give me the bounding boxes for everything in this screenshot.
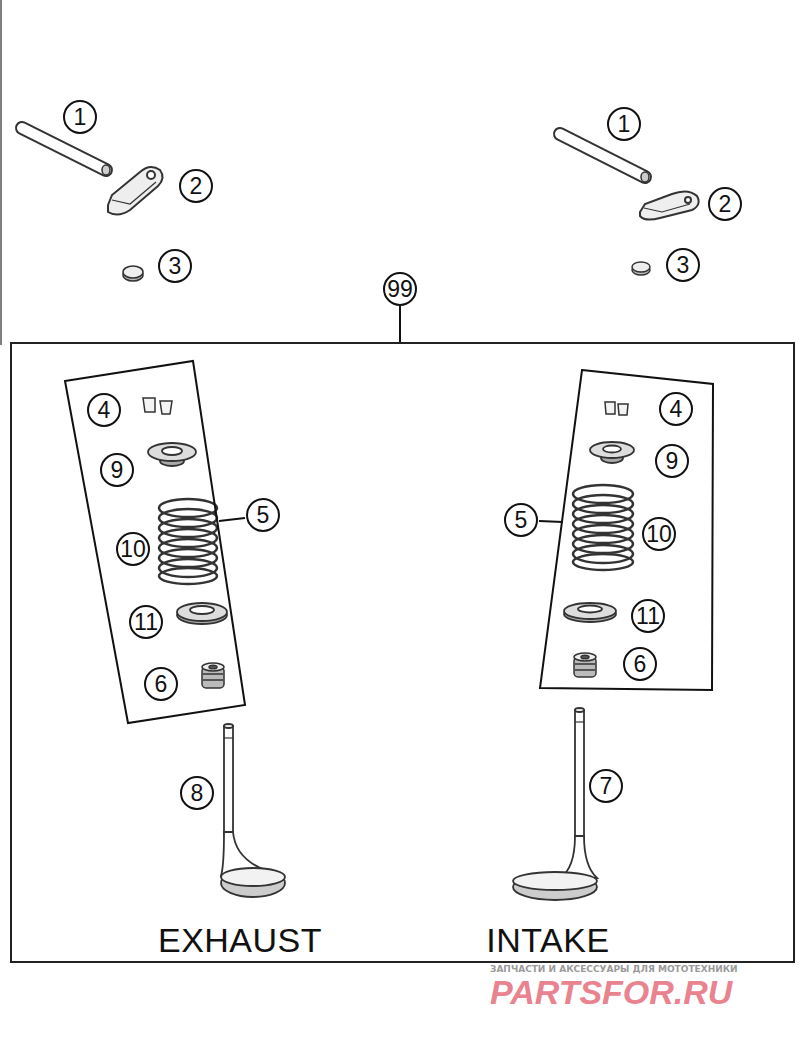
rocker-pin-symbol-part xyxy=(102,165,110,175)
page-margin-line xyxy=(1,0,2,345)
callout-number: 8 xyxy=(180,776,214,810)
leader-lines-part xyxy=(399,306,401,342)
rocker-arm-symbol-part xyxy=(147,171,155,179)
valve-stem-seal-symbol xyxy=(202,653,596,688)
spring-retainer-symbol-part xyxy=(148,443,196,461)
callout-number: 11 xyxy=(631,599,665,633)
intake-valve-symbol-part xyxy=(575,710,584,840)
exhaust-valve-symbol-part xyxy=(224,726,233,836)
valve-keeper-symbol-part xyxy=(160,401,172,414)
valve-stem-seal-symbol-part xyxy=(202,663,224,671)
callout-number: 2 xyxy=(708,187,742,221)
shim-symbol-part xyxy=(123,266,143,278)
exhaust-valve-symbol-part xyxy=(221,869,285,897)
spring-seat-symbol-part xyxy=(564,603,616,619)
callout-number: 7 xyxy=(589,769,623,803)
leader-lines xyxy=(219,306,563,522)
exhaust-valve-symbol xyxy=(221,724,285,897)
callout-number: 9 xyxy=(655,444,689,478)
rocker-arm-symbol-part xyxy=(108,167,163,215)
callout-number: 1 xyxy=(607,107,641,141)
rocker-pin-symbol-part xyxy=(641,172,649,182)
spring-seat-symbol-part xyxy=(578,606,602,613)
spring-retainer-symbol xyxy=(148,442,634,466)
callout-number: 5 xyxy=(246,498,280,532)
rocker-arm-symbol-part xyxy=(685,197,691,203)
exhaust-valve-symbol-part xyxy=(224,724,233,728)
intake-valve-symbol-part xyxy=(575,721,584,722)
spring-seat-symbol-part xyxy=(177,603,227,621)
valve-spring-symbol xyxy=(159,485,633,584)
intake-valve-symbol xyxy=(513,708,597,900)
rocker-arm-symbol-part xyxy=(644,204,690,212)
kit-outline-shape xyxy=(540,370,713,690)
callout-number: 5 xyxy=(504,503,538,537)
callout-number: 10 xyxy=(116,532,150,566)
section-label: EXHAUST xyxy=(158,920,322,960)
intake-valve-symbol-part xyxy=(513,872,597,890)
valve-stem-seal-symbol-part xyxy=(209,665,217,669)
callout-number: 1 xyxy=(63,100,97,134)
callout-number: 4 xyxy=(659,392,693,426)
rocker-pin-symbol-part xyxy=(560,134,645,177)
intake-valve-symbol-part xyxy=(575,708,584,712)
kit-outline-shape xyxy=(65,361,245,723)
rocker-pin-symbol-part xyxy=(22,128,106,170)
spring-retainer-symbol-part xyxy=(603,446,621,453)
valve-stem-seal-symbol-part xyxy=(203,679,223,681)
valve-keeper-symbol-part xyxy=(618,404,628,415)
valve-stem-seal-symbol-part xyxy=(581,655,589,659)
callout-number: 2 xyxy=(179,169,213,203)
valve-spring-symbol-part xyxy=(159,568,217,584)
rocker-arm-symbol-part xyxy=(112,182,156,204)
page-margin-line-part xyxy=(0,0,2,345)
leader-lines-part xyxy=(219,518,245,521)
spring-retainer-symbol-part xyxy=(590,442,634,458)
spring-retainer-symbol-part xyxy=(162,447,182,455)
rocker-pin-symbol-part xyxy=(560,134,645,177)
callout-number: 6 xyxy=(623,647,657,681)
callout-number: 4 xyxy=(87,393,121,427)
exhaust-valve-symbol-part xyxy=(224,737,233,738)
rocker-arm-symbol-part xyxy=(640,191,699,219)
spring-seat-symbol-part xyxy=(190,606,214,614)
valve-stem-seal-symbol-part xyxy=(203,673,223,675)
callout-number: 11 xyxy=(129,605,163,639)
valve-stem-seal-symbol-part xyxy=(575,669,595,671)
callout-number: 3 xyxy=(158,249,192,283)
valve-keeper-symbol xyxy=(143,398,628,415)
rocker-arm-symbol xyxy=(108,167,699,220)
valve-stem-seal-symbol-part xyxy=(574,653,596,661)
section-label: INTAKE xyxy=(486,920,609,960)
watermark: PARTSFOR.RU xyxy=(490,972,732,1012)
valve-keeper-symbol-part xyxy=(605,402,615,414)
shim-symbol-part xyxy=(632,262,650,272)
callout-number: 3 xyxy=(666,248,700,282)
callout-number: 9 xyxy=(100,453,134,487)
callout-number: 10 xyxy=(642,517,676,551)
callout-number: 99 xyxy=(383,272,417,306)
callout-number: 6 xyxy=(144,667,178,701)
rocker-pin-symbol xyxy=(22,128,649,182)
valve-spring-symbol-part xyxy=(573,554,633,570)
exhaust-valve-symbol-part xyxy=(221,868,285,886)
kit-frame: 5 5 9 9 xyxy=(10,342,795,963)
rocker-pin-symbol-part xyxy=(22,128,106,170)
leader-lines-part xyxy=(539,521,563,522)
valve-keeper-symbol-part xyxy=(143,398,155,412)
valve-stem-seal-symbol-part xyxy=(575,663,595,665)
